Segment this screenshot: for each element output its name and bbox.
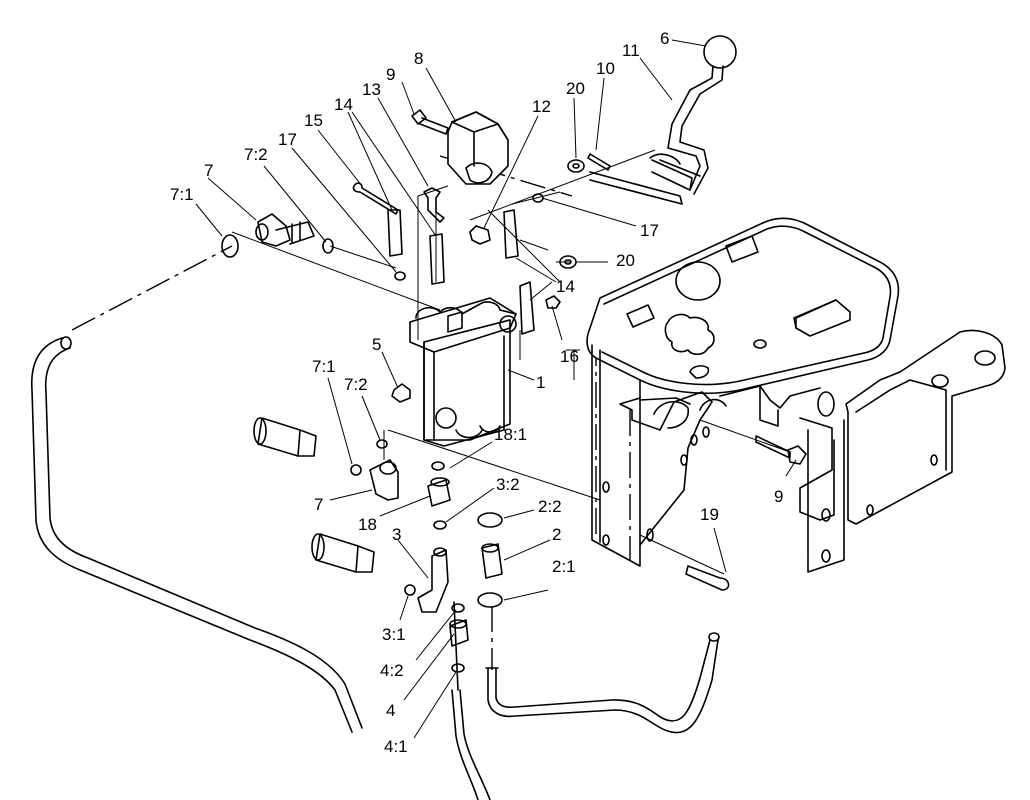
fitting-18 <box>427 461 451 530</box>
callout-6: 6 <box>660 29 669 48</box>
callout-4-2: 4:2 <box>380 661 404 680</box>
callout-9: 9 <box>386 65 395 84</box>
callout-2: 2 <box>552 525 561 544</box>
callout-4-1: 4:1 <box>384 737 408 756</box>
callout-16: 16 <box>560 347 579 366</box>
callout-7: 7 <box>204 161 213 180</box>
callout-17: 17 <box>278 130 297 149</box>
fitting-3 <box>404 547 449 613</box>
callout-7-1: 7:1 <box>170 185 194 204</box>
callout-8: 8 <box>414 49 423 68</box>
control-lever <box>589 35 737 205</box>
hose-left-upper <box>253 417 317 457</box>
callout-18: 18 <box>358 515 377 534</box>
callout-7-2: 7:2 <box>244 145 268 164</box>
linkage-bracket <box>447 111 509 185</box>
mounting-bracket <box>586 217 1006 573</box>
fitting-4 <box>449 603 469 673</box>
left-hydraulic-tube <box>30 336 363 733</box>
callout-14: 14 <box>556 277 575 296</box>
callout-7-1: 7:1 <box>312 357 336 376</box>
right-hydraulic-tube <box>485 632 720 734</box>
callout-2-1: 2:1 <box>552 557 576 576</box>
callout-14: 14 <box>334 95 353 114</box>
callout-15: 15 <box>304 111 323 130</box>
fitting-7-bottom-oring <box>376 439 388 449</box>
elbow-fitting-bottom <box>350 459 399 501</box>
center-hydraulic-tube <box>451 601 491 800</box>
callout-3-1: 3:1 <box>382 625 406 644</box>
callout-3-2: 3:2 <box>496 475 520 494</box>
callout-1: 1 <box>536 373 545 392</box>
hardware <box>352 109 807 591</box>
callout-17: 17 <box>640 221 659 240</box>
callout-2-2: 2:2 <box>538 497 562 516</box>
leader-lines <box>195 39 797 739</box>
elbow-fitting-top <box>221 213 334 258</box>
callout-20: 20 <box>566 79 585 98</box>
callout-11: 11 <box>622 41 640 60</box>
fitting-2 <box>477 512 503 608</box>
callout-18-1: 18:1 <box>494 425 527 444</box>
callout-19: 19 <box>700 505 719 524</box>
callout-4: 4 <box>386 701 395 720</box>
callout-13: 13 <box>362 80 381 99</box>
alignment-centerlines <box>71 155 631 670</box>
callout-labels: 6 11 10 20 8 9 13 12 14 15 17 7:2 7 7:1 … <box>170 29 783 756</box>
callout-10: 10 <box>596 59 615 78</box>
callout-20: 20 <box>616 251 635 270</box>
callout-7-2: 7:2 <box>344 375 368 394</box>
callout-9: 9 <box>774 487 783 506</box>
callout-3: 3 <box>392 525 401 544</box>
control-valve-body <box>409 297 517 447</box>
hose-left-lower <box>311 533 375 573</box>
assembly-lines <box>231 149 791 575</box>
callout-5: 5 <box>372 335 381 354</box>
callout-12: 12 <box>532 97 551 116</box>
callout-7: 7 <box>314 495 323 514</box>
